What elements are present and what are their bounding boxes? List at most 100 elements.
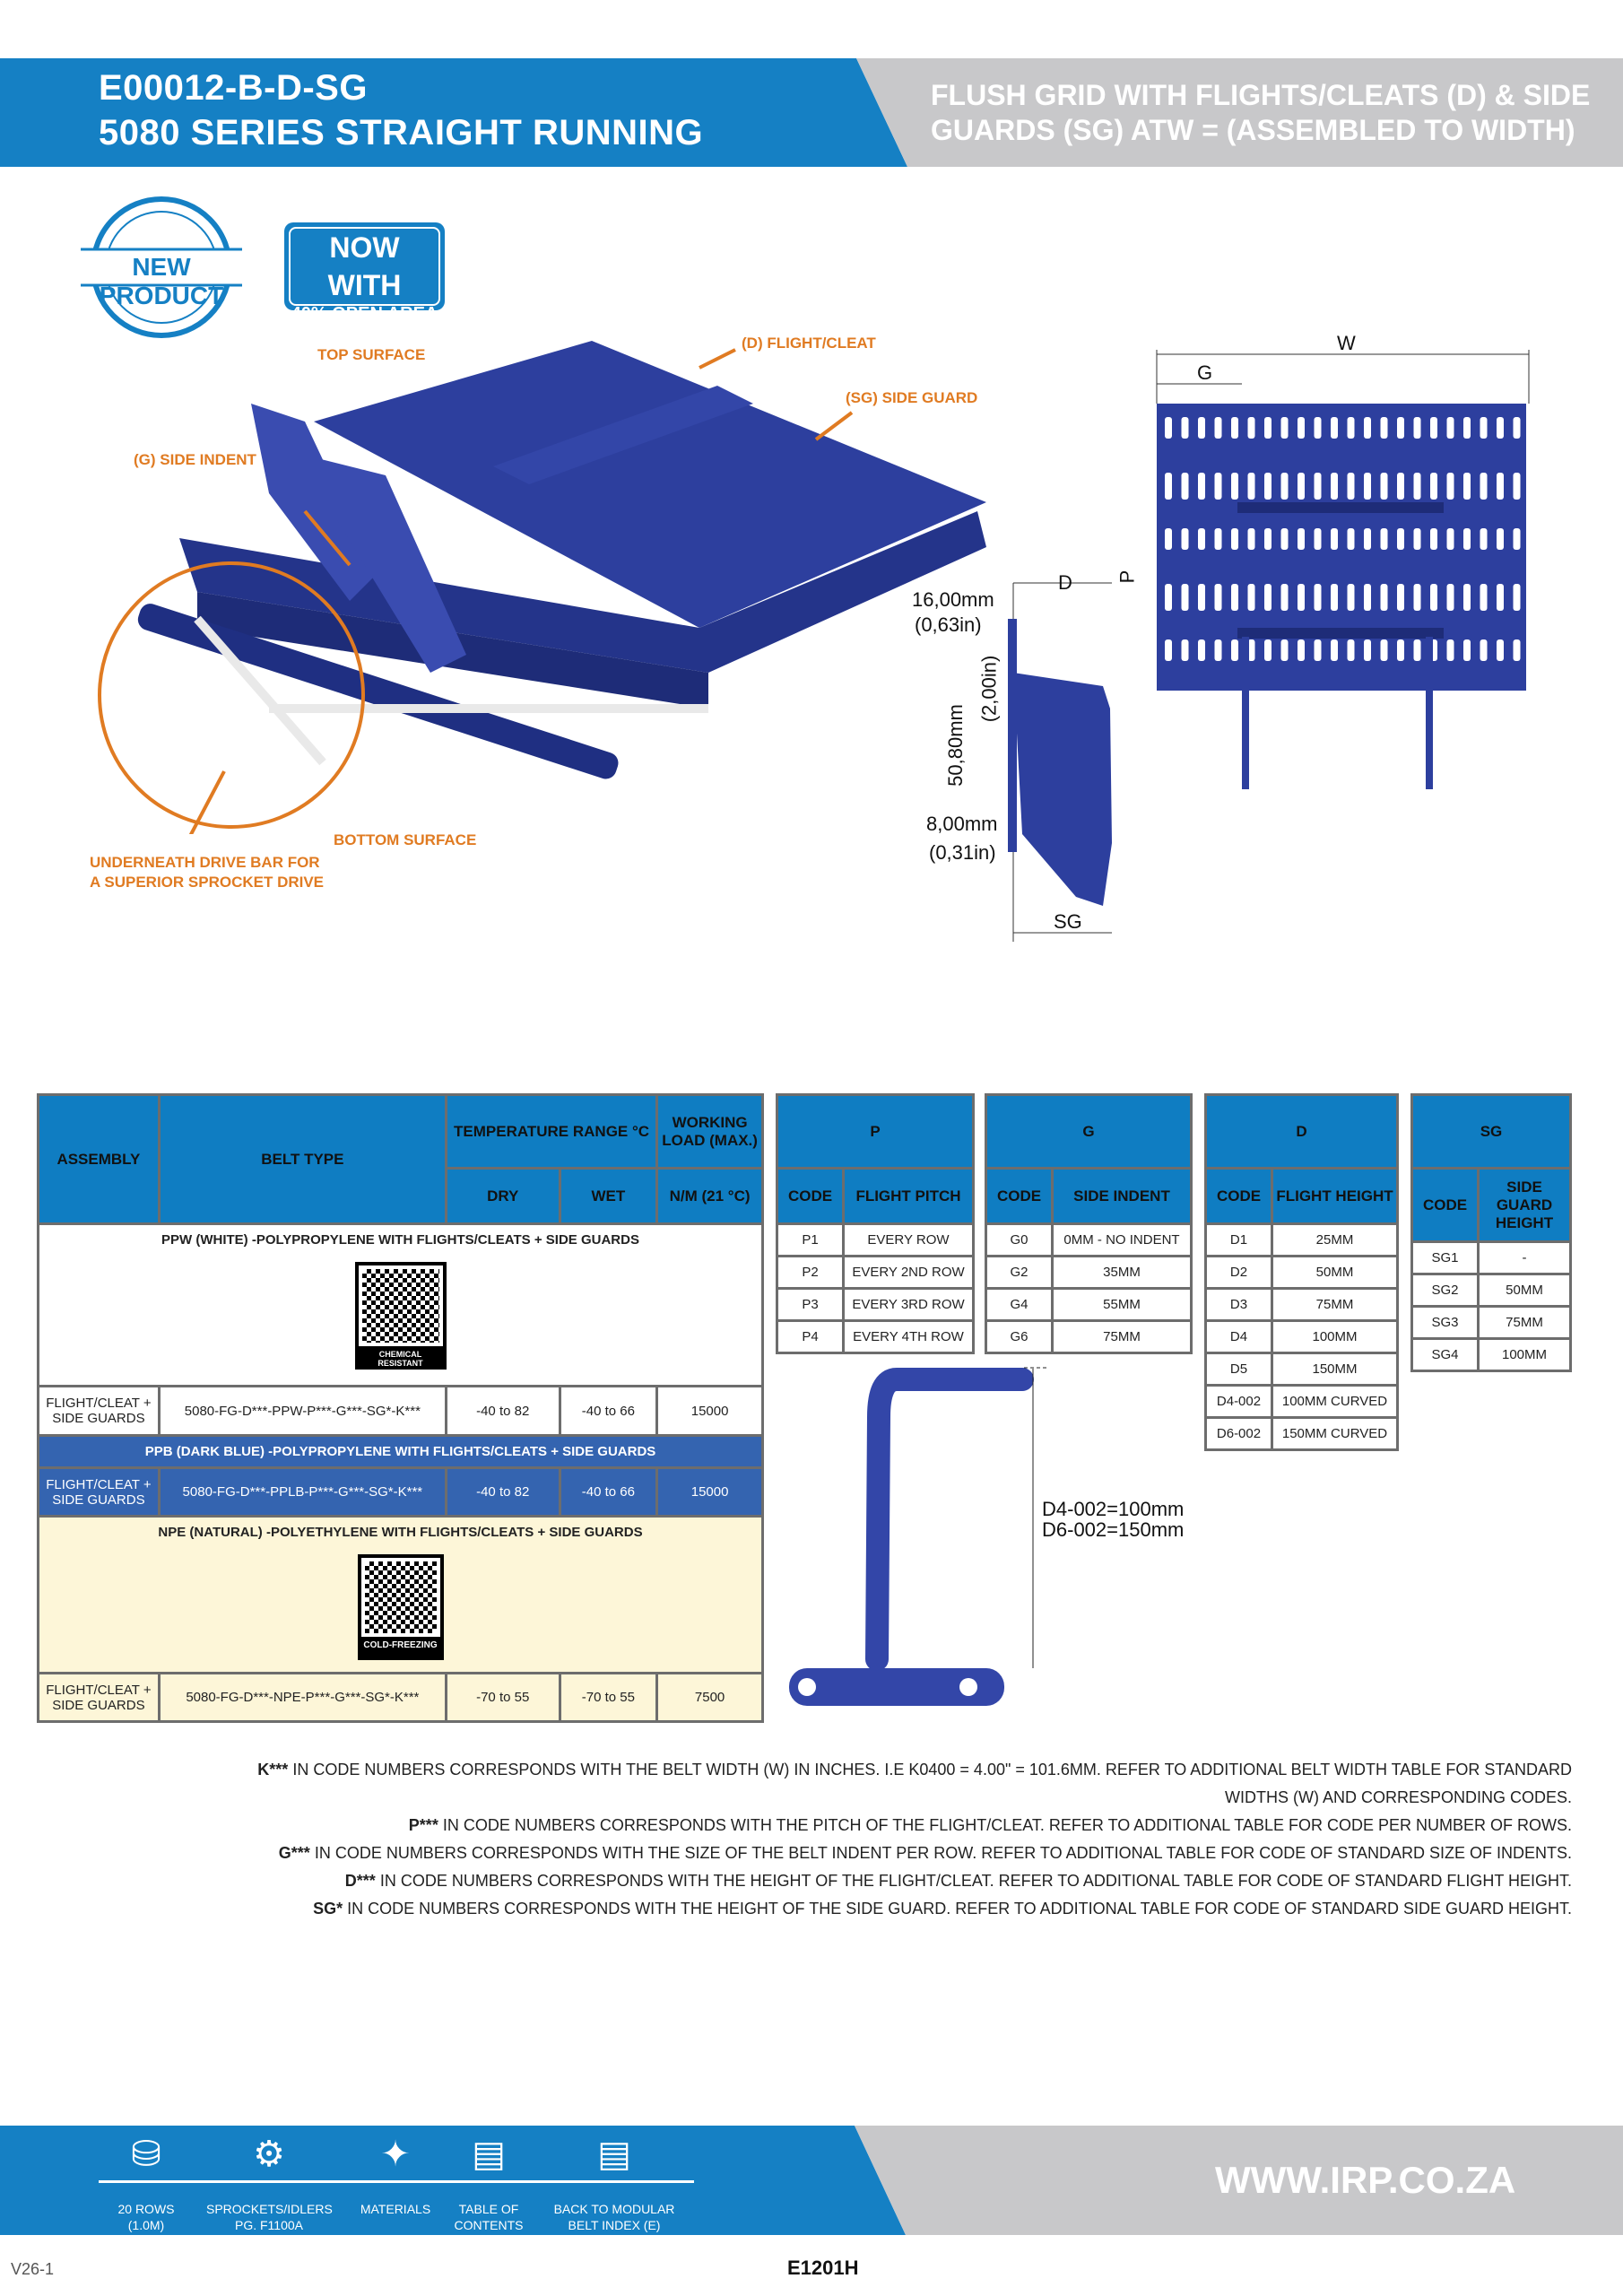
cell-wet: -40 to 66 (558, 1385, 659, 1437)
website-link[interactable]: WWW.IRP.CO.ZA (1215, 2159, 1516, 2201)
footer-link-label: 20 ROWS (117, 2202, 175, 2216)
value-cell: 50MM (1271, 1255, 1399, 1290)
value-cell: 75MM (1477, 1305, 1572, 1340)
belt-3d-illustration (98, 341, 986, 834)
callout-top-surface: TOP SURFACE (317, 346, 426, 363)
code-cell: P4 (776, 1319, 845, 1354)
p-code-header: CODE (776, 1167, 845, 1225)
callout-flight: (D) FLIGHT/CLEAT (742, 335, 876, 352)
value-cell: 100MM (1477, 1337, 1572, 1372)
section-ppb-title: PPB (DARK BLUE) -POLYPROPYLENE WITH FLIG… (37, 1434, 764, 1469)
cell-dry: -40 to 82 (444, 1385, 561, 1437)
section-ppw-title: PPW (WHITE) -POLYPROPYLENE WITH FLIGHTS/… (161, 1232, 639, 1248)
table-row: SG1- (1410, 1240, 1572, 1275)
footer-link-0[interactable]: ⛁20 ROWS(1.0M) (83, 2135, 209, 2233)
table-row: FLIGHT/CLEAT + SIDE GUARDS 5080-FG-D***-… (37, 1385, 764, 1437)
code-cell: D2 (1204, 1255, 1273, 1290)
value-cell: - (1477, 1240, 1572, 1275)
footer-link-sublabel: PG. F1100A (234, 2218, 303, 2232)
code-cell: SG3 (1410, 1305, 1480, 1340)
footer-link-sublabel: CONTENTS (454, 2218, 524, 2232)
note-key: K*** (257, 1761, 289, 1779)
value-cell: 55MM (1051, 1287, 1193, 1322)
code-cell: D4 (1204, 1319, 1273, 1354)
code-cell: P3 (776, 1287, 845, 1322)
value-cell: 150MM (1271, 1352, 1399, 1387)
cell-load: 15000 (655, 1466, 764, 1518)
open-area-badge: NOW WITH 40% OPEN AREA (284, 222, 445, 324)
materials-icon: ✦ (380, 2135, 411, 2174)
open-area-text: 40% OPEN AREA (291, 304, 438, 324)
code-cell: D1 (1204, 1222, 1273, 1257)
code-cell: G4 (985, 1287, 1054, 1322)
value-cell: 100MM CURVED (1271, 1384, 1399, 1419)
cell-dry: -70 to 55 (444, 1672, 561, 1723)
dim-50mm: 50,80mm (943, 704, 967, 787)
product-description-line2: GUARDS (SG) ATW = (ASSEMBLED TO WIDTH) (931, 114, 1575, 146)
footer-link-label: TABLE OF (458, 2202, 519, 2216)
note-item: K*** IN CODE NUMBERS CORRESPONDS WITH TH… (227, 1756, 1572, 1812)
qr-label: COLD-FREEZING (363, 1640, 438, 1650)
value-cell: 0MM - NO INDENT (1051, 1222, 1193, 1257)
dim-D: D (1058, 571, 1072, 594)
gear-icon: ⚙ (253, 2135, 285, 2174)
cell-belt-code: 5080-FG-D***-NPE-P***-G***-SG*-K*** (157, 1672, 447, 1723)
cell-belt-code: 5080-FG-D***-PPW-P***-G***-SG*-K*** (157, 1385, 447, 1437)
note-key: D*** (344, 1872, 376, 1890)
g-code-header: CODE (985, 1167, 1054, 1225)
footer-link-sublabel: BELT INDEX (E) (568, 2218, 661, 2232)
g-value-header: SIDE INDENT (1051, 1167, 1193, 1225)
note-text: IN CODE NUMBERS CORRESPONDS WITH THE PIT… (442, 1816, 1572, 1834)
qr-code-cold[interactable]: COLD-FREEZING (357, 1554, 444, 1660)
cell-load: 15000 (655, 1385, 764, 1437)
belt-spec-table: ASSEMBLY BELT TYPE TEMPERATURE RANGE °C … (37, 1093, 764, 1723)
new-product-text: NEW PRODUCT (99, 253, 224, 309)
rolls-icon: ⛁ (131, 2135, 161, 2174)
product-series: 5080 SERIES STRAIGHT RUNNING (99, 113, 704, 152)
note-key: G*** (278, 1844, 310, 1862)
footer-link-2[interactable]: ✦MATERIALS (333, 2135, 458, 2217)
code-cell: G2 (985, 1255, 1054, 1290)
note-item: D*** IN CODE NUMBERS CORRESPONDS WITH TH… (227, 1867, 1572, 1895)
cell-belt-code: 5080-FG-D***-PPLB-P***-G***-SG*-K*** (157, 1466, 447, 1518)
d-code-header: CODE (1204, 1167, 1273, 1225)
sg-table-title: SG (1410, 1093, 1572, 1170)
p-value-header: FLIGHT PITCH (842, 1167, 975, 1225)
table-row: FLIGHT/CLEAT + SIDE GUARDS 5080-FG-D***-… (37, 1672, 764, 1723)
value-cell: 150MM CURVED (1271, 1416, 1399, 1451)
sg-code-header: CODE (1410, 1167, 1480, 1243)
code-cell: G6 (985, 1319, 1054, 1354)
code-cell: SG1 (1410, 1240, 1480, 1275)
qr-code-chemical[interactable]: CHEMICAL RESISTANT (354, 1262, 447, 1370)
footer-link-1[interactable]: ⚙ SPROCKETS/IDLERS PG. F1100A (206, 2135, 333, 2233)
value-cell: 50MM (1477, 1273, 1572, 1308)
code-cell: SG4 (1410, 1337, 1480, 1372)
note-item: G*** IN CODE NUMBERS CORRESPONDS WITH TH… (227, 1839, 1572, 1867)
product-description-line1: FLUSH GRID WITH FLIGHTS/CLEATS (D) & SID… (931, 79, 1591, 111)
qr-label: CHEMICAL RESISTANT (378, 1350, 423, 1368)
new-product-badge: NEW PRODUCT (79, 196, 244, 339)
callout-bottom-surface: BOTTOM SURFACE (334, 831, 477, 848)
table-row: FLIGHT/CLEAT + SIDE GUARDS 5080-FG-D***-… (37, 1466, 764, 1518)
cell-assembly: FLIGHT/CLEAT + SIDE GUARDS (37, 1466, 161, 1518)
footer-link-label: SPROCKETS/IDLERS (206, 2202, 333, 2216)
value-cell: 75MM (1051, 1319, 1193, 1354)
sg-value-header: SIDE GUARD HEIGHT (1477, 1167, 1572, 1243)
belt-top-view (1156, 350, 1530, 789)
